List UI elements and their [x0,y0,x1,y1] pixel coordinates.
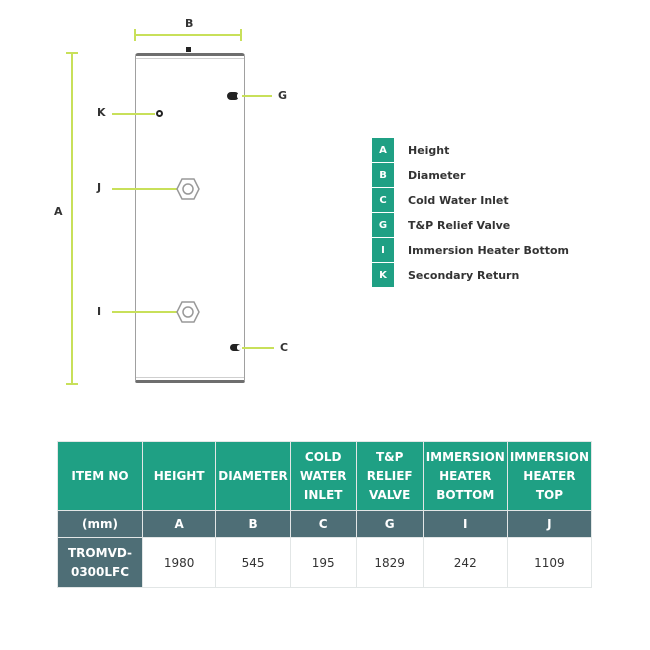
legend-item: B Diameter [372,163,569,188]
table-cell: 1109 [506,537,593,588]
connection-label-c: C [280,341,289,354]
legend-item: I Immersion Heater Bottom [372,238,569,263]
subheader-cell: B [215,510,291,538]
immersion-heater-bottom-hex-icon [176,301,200,323]
tank-body [135,53,245,383]
legend-item: G T&P Relief Valve [372,213,569,238]
subheader-cell: C [289,510,357,538]
subheader-cell: A [142,510,217,538]
table-subheader-row: (mm) A B C G I J [56,510,593,538]
column-header: IMMERSION HEATER BOTTOM [422,441,508,511]
connection-label-k: K [97,106,106,119]
secondary-return-port-icon [156,110,163,117]
subheader-cell: I [422,510,508,538]
table-cell: 1980 [142,537,217,588]
table-cell: 1829 [355,537,424,588]
table-cell: 195 [289,537,357,588]
column-header: IMMERSION HEATER TOP [506,441,593,511]
column-header: T&P RELIEF VALVE [355,441,424,511]
leader-line-g [242,95,272,97]
legend-key: K [372,263,394,287]
leader-line-c [242,347,274,349]
legend-label: Height [408,144,450,157]
tank-top-rim [136,58,244,59]
legend: A Height B Diameter C Cold Water Inlet G T&P… [372,138,569,288]
dimension-label-b: B [185,17,194,30]
legend-label: T&P Relief Valve [408,219,511,232]
legend-label: Diameter [408,169,466,182]
diameter-dimension-line [134,34,242,36]
legend-item: K Secondary Return [372,263,569,288]
tank-bottom-rim [136,377,244,378]
table-cell: 545 [215,537,291,588]
table-row: TROMVD-0300LFC 1980 545 195 1829 242 110… [56,537,593,588]
dimension-tick [134,29,136,41]
legend-key: I [372,238,394,262]
leader-line-j [112,188,180,190]
leader-line-k [112,113,155,115]
connection-label-j: J [97,181,102,194]
dimension-label-a: A [54,205,63,218]
dimension-tick [66,52,78,54]
subheader-cell: (mm) [56,510,144,538]
legend-item: C Cold Water Inlet [372,188,569,213]
legend-label: Secondary Return [408,269,520,282]
connection-label-g: G [278,89,288,102]
column-header: ITEM NO [56,441,144,511]
height-dimension-line [71,52,73,384]
dimension-tick [66,383,78,385]
leader-line-i [112,311,180,313]
legend-label: Immersion Heater Bottom [408,244,569,257]
legend-label: Cold Water Inlet [408,194,509,207]
top-fitting-icon [186,47,191,52]
legend-key: C [372,188,394,212]
column-header: DIAMETER [215,441,291,511]
legend-key: G [372,213,394,237]
column-header: COLD WATER INLET [289,441,357,511]
legend-key: A [372,138,394,162]
table-cell: 242 [422,537,508,588]
table-header-row: ITEM NO HEIGHT DIAMETER COLD WATER INLET… [56,441,593,511]
immersion-heater-top-hex-icon [176,178,200,200]
item-number-cell: TROMVD-0300LFC [56,537,144,588]
connection-label-i: I [97,305,102,318]
legend-key: B [372,163,394,187]
dimension-tick [240,29,242,41]
subheader-cell: G [355,510,424,538]
legend-item: A Height [372,138,569,163]
column-header: HEIGHT [142,441,217,511]
subheader-cell: J [506,510,593,538]
cold-water-inlet-port-icon [230,344,241,351]
specification-table: ITEM NO HEIGHT DIAMETER COLD WATER INLET… [56,441,593,588]
